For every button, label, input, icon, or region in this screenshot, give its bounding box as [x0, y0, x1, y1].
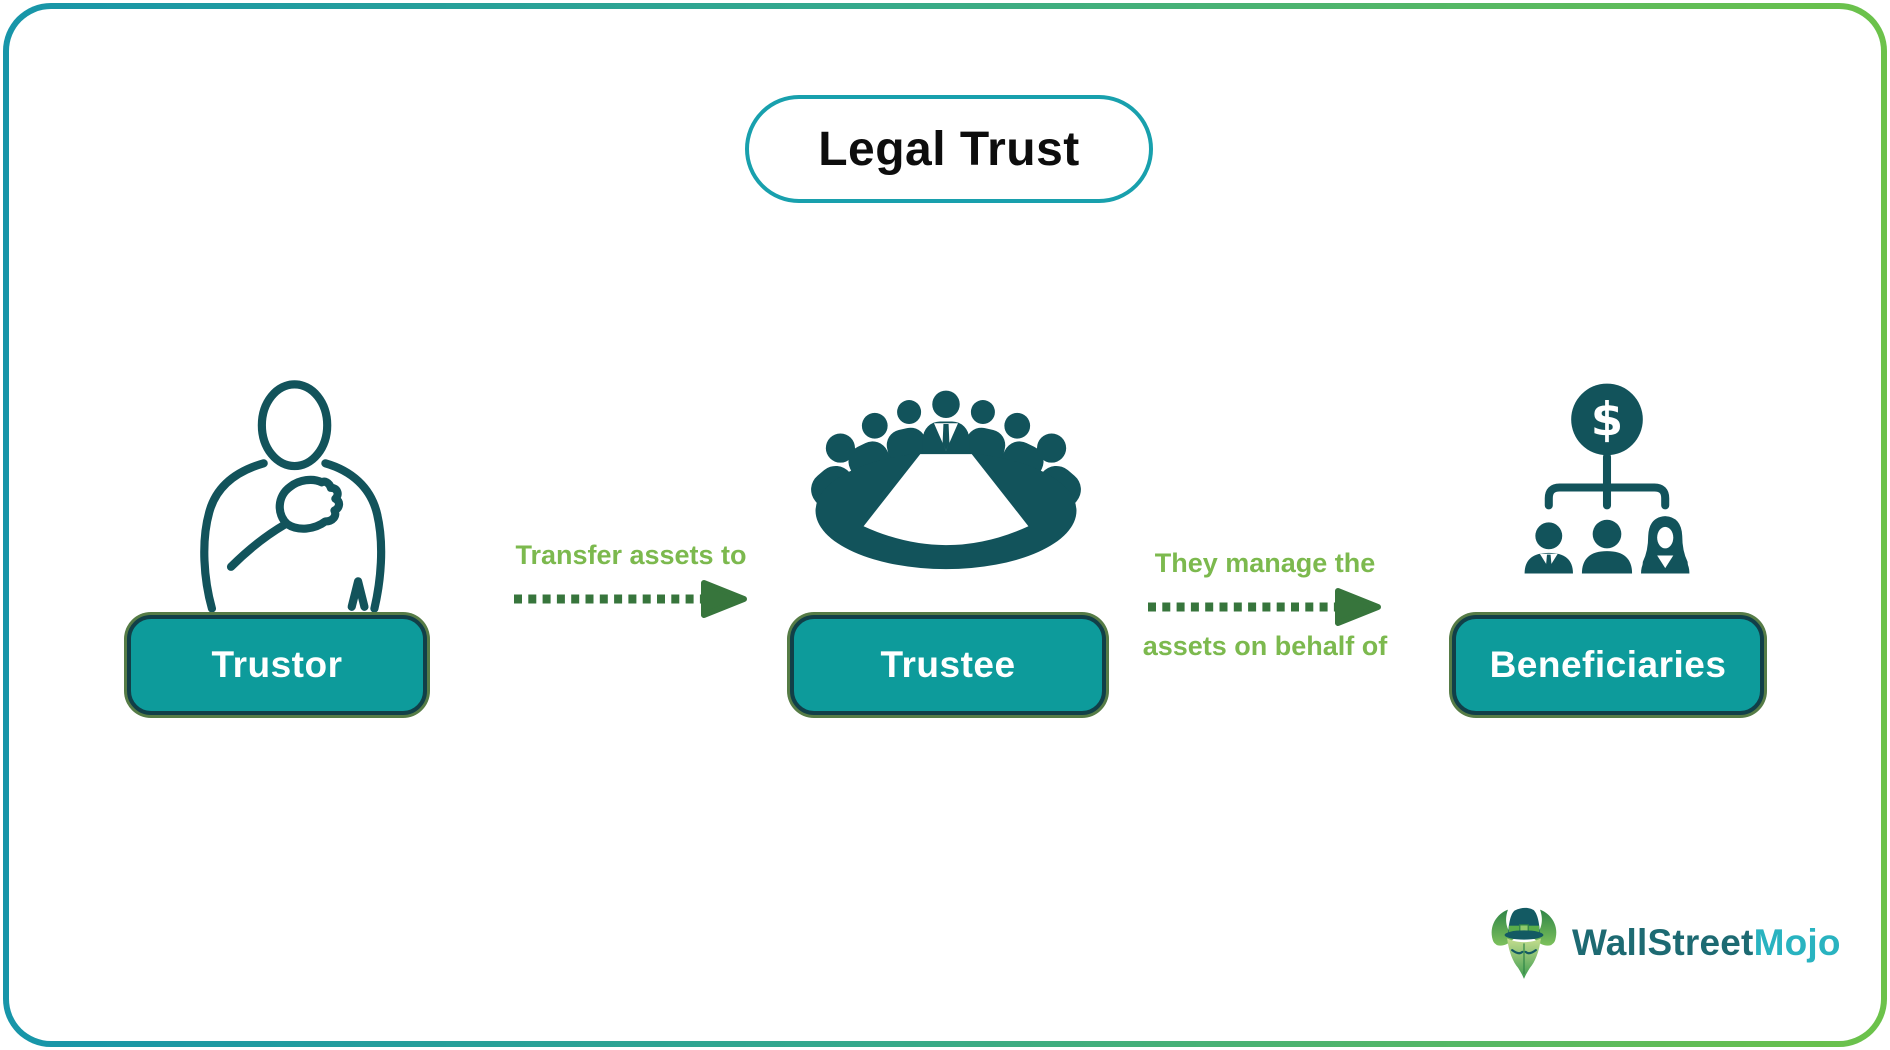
trustor-arm — [226, 520, 290, 571]
dollar-sign-icon — [1571, 383, 1643, 456]
arrow-2-label-top: They manage the — [1154, 548, 1376, 578]
svg-text:$: $ — [1591, 393, 1623, 447]
trustor-box: Trustor — [127, 615, 427, 715]
chairman-tie — [942, 424, 950, 451]
logo-text-secondary: Mojo — [1753, 922, 1841, 963]
arrow-trustor-to-trustee: Transfer assets to — [500, 540, 762, 623]
dashed-arrow-icon — [514, 580, 747, 619]
trustee-label: Trustee — [880, 644, 1016, 685]
trustor-hand-on-chest — [275, 475, 344, 533]
beneficiaries-asset-hierarchy-icon: $ — [1508, 380, 1706, 586]
board-table — [863, 454, 1029, 546]
trustor-person-icon — [185, 378, 395, 614]
wallstreetmojo-logo: WallStreetMojo — [1486, 900, 1841, 986]
trustee-box: Trustee — [790, 615, 1106, 715]
hierarchy-connector — [1544, 452, 1670, 510]
beneficiary-woman — [1641, 516, 1690, 574]
title-pill: Legal Trust — [745, 95, 1153, 203]
trustor-head — [257, 380, 332, 471]
arrow-2-label-bottom: assets on behalf of — [1142, 631, 1388, 662]
logo-wordmark: WallStreetMojo — [1572, 922, 1841, 964]
dashed-arrow-icon — [1148, 588, 1381, 627]
beneficiary-person — [1581, 519, 1633, 574]
logo-text-primary: WallStreet — [1572, 922, 1754, 963]
beneficiaries-box: Beneficiaries — [1452, 615, 1764, 715]
page-title: Legal Trust — [818, 122, 1080, 176]
bull-mascot-icon — [1491, 907, 1557, 979]
trustee-board-meeting-icon — [800, 382, 1092, 588]
arrow-trustee-to-beneficiaries: They manage the assets on behalf of — [1128, 548, 1402, 662]
trustor-label: Trustor — [211, 644, 343, 685]
beneficiary-man-suit — [1524, 522, 1573, 574]
beneficiaries-label: Beneficiaries — [1489, 644, 1727, 685]
arrow-1-label: Transfer assets to — [515, 540, 747, 570]
